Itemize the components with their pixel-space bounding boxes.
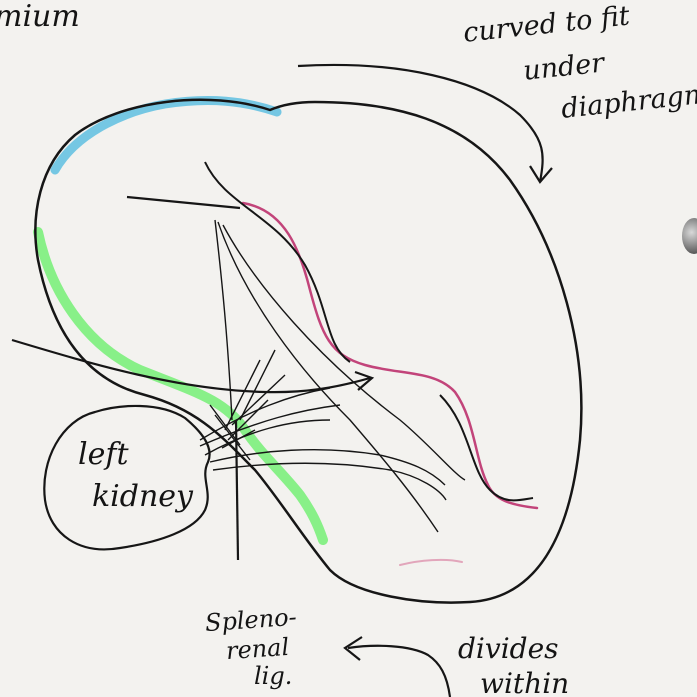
divides-label-line2: within xyxy=(480,670,569,697)
upper-border-highlight xyxy=(55,101,277,170)
kidney-outline xyxy=(44,406,209,549)
divides-label-line1: divides xyxy=(458,635,559,663)
curved-arrow xyxy=(298,65,543,182)
inner-lower-line xyxy=(440,395,533,500)
splenorenal-label-line1: Spleno- xyxy=(204,605,297,635)
splenorenal-label-line3: lig. xyxy=(254,664,292,688)
under-label: under xyxy=(522,50,605,85)
divides-arrow-shaft xyxy=(348,646,450,697)
arrow-to-border-shaft xyxy=(127,197,240,208)
divides-arrow-head xyxy=(345,637,362,660)
splenorenal-label-line2: renal xyxy=(225,635,290,663)
top-left-label: mium xyxy=(0,2,80,32)
faint-pink-mark xyxy=(400,560,462,565)
kidney-label-line2: kidney xyxy=(92,482,193,512)
spleen-outline xyxy=(35,100,581,603)
kidney-label-line1: left xyxy=(78,440,129,470)
notched-border-line xyxy=(243,203,537,508)
